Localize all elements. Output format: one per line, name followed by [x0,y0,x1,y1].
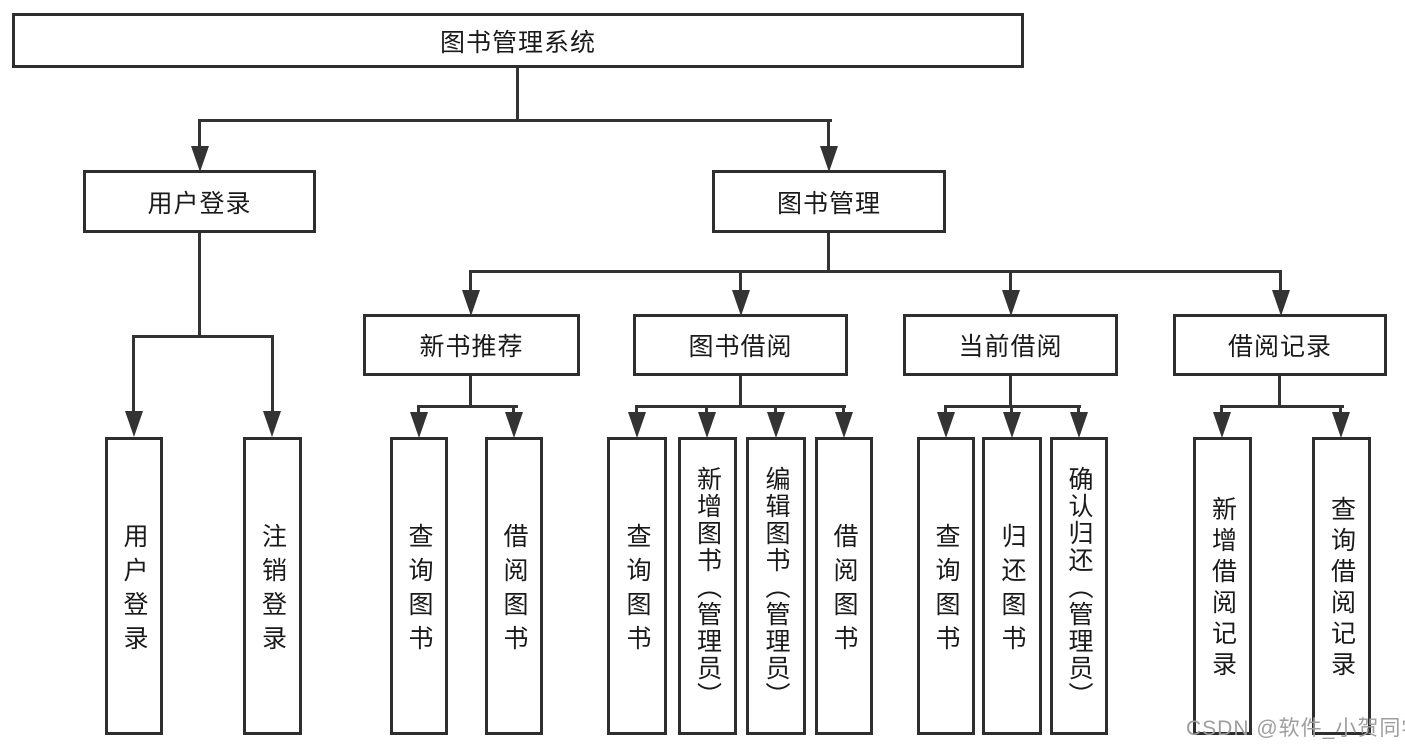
leaf-logout-label: 注销登录 [258,522,287,659]
node-book-mgmt-label: 图书管理 [776,189,881,218]
node-current-borrow: 当前借阅 [903,314,1118,376]
arrowhead-book-borrow [732,290,750,316]
connector-newbook-stem [469,376,472,408]
leaf-current-query: 查询图书 [917,437,975,735]
connector-borrow-drop-2 [705,405,708,415]
node-current-borrow-label: 当前借阅 [958,333,1063,361]
connector-user-login-drop-2 [271,335,274,413]
arrowhead-current-leaf-1 [937,412,955,438]
node-new-book-rec-label: 新书推荐 [419,333,524,361]
connector-borrow-drop-4 [842,405,845,415]
leaf-logout: 注销登录 [243,437,302,735]
connector-borrow-drop-3 [774,405,777,415]
node-book-mgmt: 图书管理 [712,170,946,233]
connector-current-drop-2 [1010,405,1013,415]
connector-records-rail [1220,405,1344,408]
connector-records-drop-1 [1220,405,1223,415]
arrowhead-book-mgmt [820,146,838,172]
node-root: 图书管理系统 [12,13,1024,68]
arrowhead-borrow-leaf-2 [698,412,716,438]
node-borrow-records: 借阅记录 [1173,314,1387,376]
leaf-add-borrow-record: 新增借阅记录 [1193,437,1252,735]
connector-book-mgmt-rail [469,270,1282,273]
connector-user-login-drop-1 [132,335,135,413]
arrowhead-current-leaf-3 [1070,412,1088,438]
node-root-label: 图书管理系统 [439,28,596,57]
leaf-newbook-query: 查询图书 [390,437,448,735]
leaf-return-book: 归还图书 [982,437,1042,735]
connector-current-stem [1009,376,1012,408]
connector-records-drop-2 [1339,405,1342,415]
connector-newbook-rail [417,405,518,408]
connector-book-mgmt-drop-3 [1009,270,1012,292]
arrowhead-borrow-leaf-4 [835,412,853,438]
leaf-borrow-query-label: 查询图书 [623,522,651,659]
leaf-user-login-label: 用户登录 [120,522,148,659]
leaf-newbook-borrow: 借阅图书 [485,437,543,735]
connector-current-drop-1 [944,405,947,415]
leaf-query-borrow-record-label: 查询借阅记录 [1327,496,1356,682]
csdn-watermark: CSDN @软件_小贺同学 [1186,717,1405,740]
leaf-edit-book-admin: 编辑图书（管理员） [746,437,806,735]
connector-records-stem [1278,376,1281,408]
node-user-login: 用户登录 [83,170,316,233]
connector-newbook-drop-2 [512,405,515,415]
leaf-borrow-query: 查询图书 [607,437,667,735]
connector-user-login-rail [132,335,274,338]
connector-book-mgmt-drop-2 [739,270,742,292]
node-borrow-records-label: 借阅记录 [1227,333,1332,361]
arrowhead-records-leaf-2 [1332,412,1350,438]
arrowhead-new-book [462,290,480,316]
leaf-edit-book-admin-label: 编辑图书（管理员） [762,465,790,709]
arrowhead-records-leaf-1 [1213,412,1231,438]
arrowhead-current-leaf-2 [1003,412,1021,438]
leaf-add-book-admin-label: 新增图书（管理员） [693,465,722,709]
arrowhead-current-borrow [1002,290,1020,316]
connector-user-login-stem [198,233,201,337]
arrowhead-newbook-leaf-2 [505,412,523,438]
leaf-confirm-return-admin-label: 确认归还（管理员） [1065,465,1093,709]
arrowhead-login-leaf-1 [125,411,143,437]
leaf-query-borrow-record: 查询借阅记录 [1312,437,1371,735]
leaf-newbook-borrow-label: 借阅图书 [500,522,528,659]
connector-borrow-drop-1 [635,405,638,415]
connector-root-rail [198,119,832,122]
connector-root-drop-right [827,119,830,149]
arrowhead-borrow-leaf-3 [767,412,785,438]
arrowhead-newbook-leaf-1 [410,412,428,438]
connector-book-mgmt-drop-1 [469,270,472,292]
leaf-borrow-book: 借阅图书 [815,437,873,735]
leaf-newbook-query-label: 查询图书 [405,522,433,659]
leaf-user-login: 用户登录 [105,437,163,735]
connector-book-mgmt-drop-4 [1279,270,1282,292]
connector-root-drop-left [198,119,201,149]
arrowhead-login-leaf-2 [263,411,281,437]
leaf-confirm-return-admin: 确认归还（管理员） [1050,437,1108,735]
leaf-add-borrow-record-label: 新增借阅记录 [1208,496,1237,682]
connector-newbook-drop-1 [417,405,420,415]
connector-root-stem [516,68,519,122]
connector-book-mgmt-stem [827,233,830,273]
leaf-return-book-label: 归还图书 [998,522,1026,659]
arrowhead-borrow-leaf-1 [628,412,646,438]
arrowhead-borrow-records [1272,290,1290,316]
leaf-add-book-admin: 新增图书（管理员） [678,437,737,735]
connector-borrow-rail [635,405,846,408]
node-new-book-rec: 新书推荐 [363,314,580,376]
leaf-borrow-book-label: 借阅图书 [830,522,858,659]
connector-borrow-stem [739,376,742,408]
node-book-borrow: 图书借阅 [633,314,848,376]
node-book-borrow-label: 图书借阅 [688,333,793,361]
leaf-current-query-label: 查询图书 [932,522,960,659]
connector-current-drop-3 [1077,405,1080,415]
node-user-login-label: 用户登录 [147,189,252,218]
arrowhead-user-login [191,146,209,172]
